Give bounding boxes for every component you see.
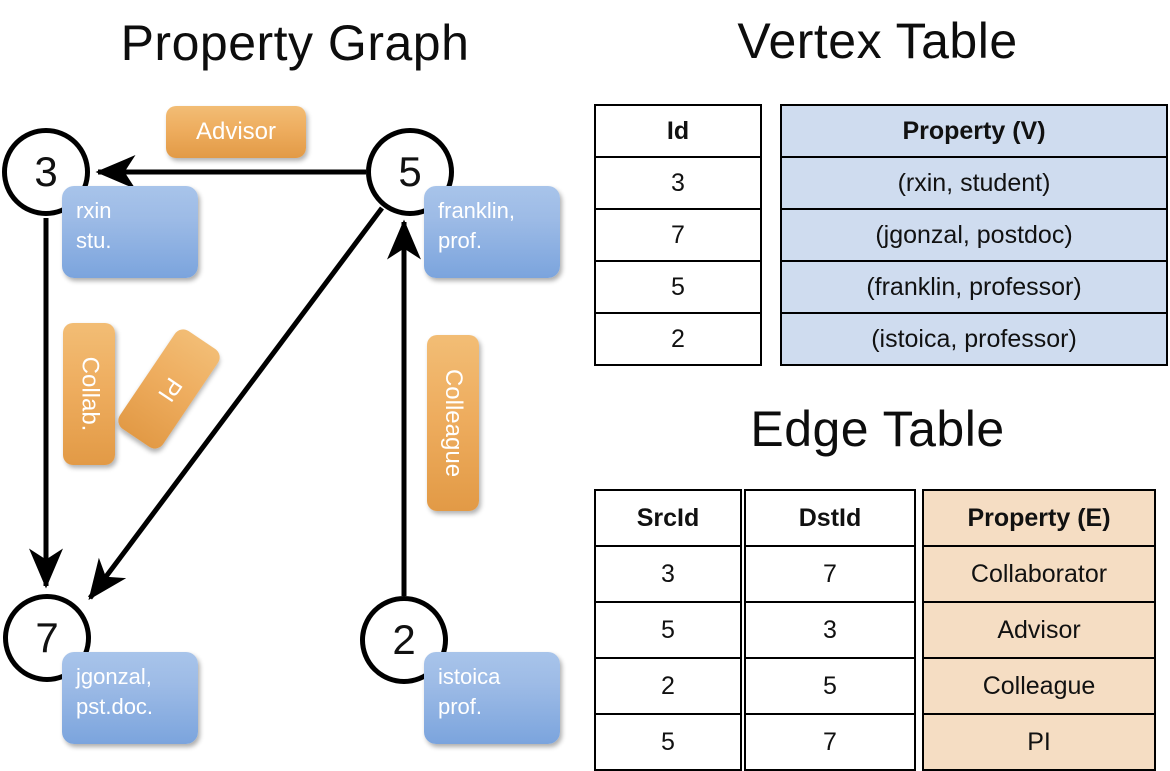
table-header-row: DstId xyxy=(744,489,916,547)
table-row: 3 xyxy=(744,601,916,659)
table-row: (franklin, professor) xyxy=(780,260,1168,314)
graph-node-5-label: 5 xyxy=(398,148,422,195)
edge-label-collab: Collab. xyxy=(63,323,115,465)
edge-label-colleague: Colleague xyxy=(427,335,479,511)
edge-table-dstid-column: DstId 7 3 5 7 xyxy=(744,489,916,771)
edge-label-advisor: Advisor xyxy=(166,106,306,158)
table-row: Collaborator xyxy=(922,545,1156,603)
edge-cell-property: Colleague xyxy=(922,657,1156,715)
vertex-cell-property: (rxin, student) xyxy=(780,156,1168,210)
page-title-vertex-table: Vertex Table xyxy=(737,13,1018,69)
table-row: (rxin, student) xyxy=(780,156,1168,210)
node-property-chip-istoica: istoica prof. xyxy=(424,652,560,744)
graph-node-2-label: 2 xyxy=(392,616,416,663)
table-row: 7 xyxy=(744,713,916,771)
property-graph-panel: 3 5 7 2 rxin stu. franklin, prof. jgonza… xyxy=(0,0,590,760)
edge-label-pi-text: PI xyxy=(151,372,187,407)
table-row: 5 xyxy=(594,713,742,771)
vertex-cell-property: (istoica, professor) xyxy=(780,312,1168,366)
table-row: 2 xyxy=(594,657,742,715)
edge-header-property: Property (E) xyxy=(922,489,1156,547)
edge-cell-dstid: 7 xyxy=(744,545,916,603)
table-row: (istoica, professor) xyxy=(780,312,1168,366)
edge-label-collab-text: Collab. xyxy=(76,356,103,432)
edge-header-dstid: DstId xyxy=(744,489,916,547)
graph-node-3-label: 3 xyxy=(34,148,58,195)
table-row: 5 xyxy=(594,601,742,659)
vertex-header-id: Id xyxy=(594,104,762,158)
vertex-cell-id: 5 xyxy=(594,260,762,314)
edge-cell-dstid: 5 xyxy=(744,657,916,715)
edge-label-advisor-text: Advisor xyxy=(195,118,277,145)
edge-cell-srcid: 5 xyxy=(594,713,742,771)
edge-cell-property: Advisor xyxy=(922,601,1156,659)
table-row: 5 xyxy=(594,260,762,314)
vertex-cell-id: 7 xyxy=(594,208,762,262)
table-header-row: Property (V) xyxy=(780,104,1168,158)
table-row: 5 xyxy=(744,657,916,715)
table-header-row: Property (E) xyxy=(922,489,1156,547)
edge-cell-property: PI xyxy=(922,713,1156,771)
edge-header-srcid: SrcId xyxy=(594,489,742,547)
vertex-cell-property: (jgonzal, postdoc) xyxy=(780,208,1168,262)
table-row: (jgonzal, postdoc) xyxy=(780,208,1168,262)
edge-cell-srcid: 2 xyxy=(594,657,742,715)
page-title-property-graph: Property Graph xyxy=(120,15,470,71)
node-property-chip-rxin: rxin stu. xyxy=(62,186,198,278)
vertex-table-id-column: Id 3 7 5 2 xyxy=(594,104,762,366)
table-row: 2 xyxy=(594,312,762,366)
edge-table-srcid-column: SrcId 3 5 2 5 xyxy=(594,489,742,771)
graph-node-3[interactable]: 3 xyxy=(2,128,90,216)
edge-label-colleague-text: Colleague xyxy=(440,368,467,478)
table-header-row: SrcId xyxy=(594,489,742,547)
edge-5-to-7 xyxy=(87,206,385,601)
table-row: Advisor xyxy=(922,601,1156,659)
edge-cell-dstid: 3 xyxy=(744,601,916,659)
table-row: 7 xyxy=(594,208,762,262)
table-row: 3 xyxy=(594,545,742,603)
table-header-row: Id xyxy=(594,104,762,158)
table-row: PI xyxy=(922,713,1156,771)
node-property-chip-jgonzal: jgonzal, pst.doc. xyxy=(62,652,198,744)
edge-cell-dstid: 7 xyxy=(744,713,916,771)
graph-edges-svg xyxy=(29,155,421,601)
vertex-cell-id: 3 xyxy=(594,156,762,210)
table-row: 3 xyxy=(594,156,762,210)
table-row: Colleague xyxy=(922,657,1156,715)
edge-cell-property: Collaborator xyxy=(922,545,1156,603)
edge-cell-srcid: 5 xyxy=(594,601,742,659)
graph-node-7-label: 7 xyxy=(35,614,59,661)
edge-cell-srcid: 3 xyxy=(594,545,742,603)
table-row: 7 xyxy=(744,545,916,603)
vertex-cell-id: 2 xyxy=(594,312,762,366)
page-title-edge-table: Edge Table xyxy=(750,401,1005,457)
vertex-table-property-column: Property (V) (rxin, student) (jgonzal, p… xyxy=(780,104,1168,366)
vertex-header-property: Property (V) xyxy=(780,104,1168,158)
node-property-chip-franklin: franklin, prof. xyxy=(424,186,560,278)
edge-table-property-column: Property (E) Collaborator Advisor Collea… xyxy=(922,489,1156,771)
vertex-cell-property: (franklin, professor) xyxy=(780,260,1168,314)
